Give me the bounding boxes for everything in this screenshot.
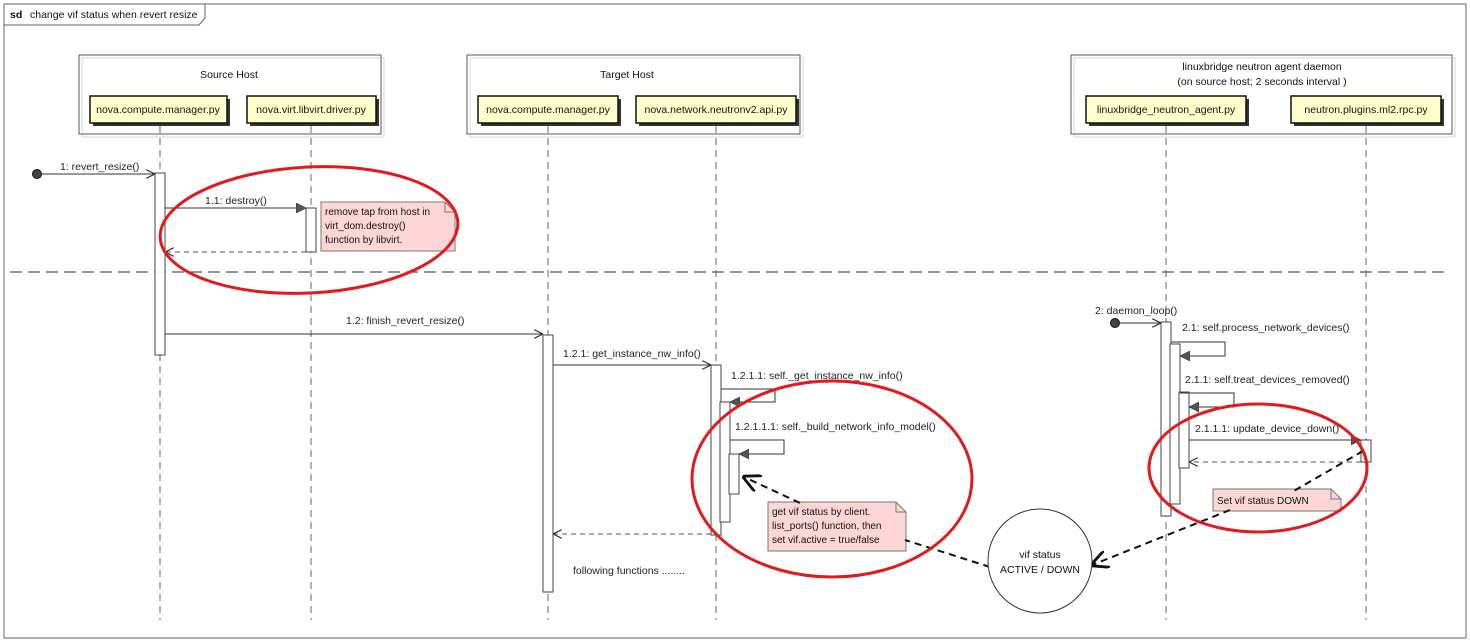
note-destroy: remove tap from host in virt_dom.destroy… — [320, 201, 456, 252]
note-vif-status-client: get vif status by client. list_ports() f… — [767, 501, 907, 552]
msg-1-label: 1: revert_resize() — [60, 161, 139, 173]
msg-2-1-1-1-label: 2.1.1.1: update_device_down() — [1195, 423, 1339, 435]
dash-arrow-down-to-state — [1092, 509, 1231, 565]
msg-1-2-label: 1.2: finish_revert_resize() — [346, 315, 464, 327]
svg-text:Set vif status DOWN: Set vif status DOWN — [1217, 496, 1309, 507]
frame-title: change vif status when revert resize — [30, 9, 198, 21]
msg-1-2-1-1-1-label: 1.2.1.1.1: self._build_network_info_mode… — [735, 421, 936, 433]
svg-text:virt_dom.destroy(): virt_dom.destroy() — [325, 221, 406, 232]
dash-line-state-to-note — [904, 539, 991, 568]
msg-1-2-1-1-selfcall — [721, 388, 776, 402]
activation-tgt-api-3 — [728, 453, 740, 495]
msg-2-1-1-selfcall — [1180, 392, 1235, 407]
svg-text:remove tap from host in: remove tap from host in — [325, 207, 430, 218]
svg-text:nova.network.neutronv2.api.py: nova.network.neutronv2.api.py — [644, 104, 788, 116]
svg-text:neutron.plugins.ml2.rpc.py: neutron.plugins.ml2.rpc.py — [1304, 104, 1428, 116]
msg-2-1-1-label: 2.1.1: self.treat_devices_removed() — [1185, 374, 1350, 386]
msg-1-2-1-1-1-selfcall — [730, 439, 785, 454]
highlight-ellipse-destroy — [158, 165, 460, 295]
group-title-target: Target Host — [600, 69, 654, 81]
frame-tag: sd — [10, 9, 22, 21]
svg-text:nova.virt.libvirt.driver.py: nova.virt.libvirt.driver.py — [256, 104, 366, 116]
dash-arrow-note-to-api — [744, 477, 801, 504]
activation-tgt-manager — [542, 334, 554, 593]
activation-src-driver — [305, 207, 317, 253]
group-title-daemon-1: linuxbridge neutron agent daemon — [1182, 61, 1342, 73]
svg-text:list_ports() function, then: list_ports() function, then — [772, 521, 882, 532]
lifeline-box-src-driver: nova.virt.libvirt.driver.py — [246, 95, 379, 126]
highlight-ellipse-build-network — [690, 379, 974, 579]
group-title-source: Source Host — [200, 69, 258, 81]
vif-status-state: vif status ACTIVE / DOWN — [987, 508, 1093, 614]
note-set-vif-down: Set vif status DOWN — [1212, 488, 1342, 512]
svg-text:nova.compute.manager.py: nova.compute.manager.py — [486, 104, 610, 116]
initial-node-2 — [1110, 318, 1120, 328]
svg-text:ACTIVE / DOWN: ACTIVE / DOWN — [1000, 564, 1080, 576]
svg-text:function by libvirt.: function by libvirt. — [325, 235, 402, 246]
group-title-daemon-2: (on source host; 2 seconds interval ) — [1177, 76, 1346, 88]
msg-1-1-label: 1.1: destroy() — [205, 195, 267, 207]
msg-1-2-1-1-label: 1.2.1.1: self._get_instance_nw_info() — [731, 370, 903, 382]
svg-text:linuxbridge_neutron_agent.py: linuxbridge_neutron_agent.py — [1097, 104, 1236, 116]
svg-text:nova.compute.manager.py: nova.compute.manager.py — [96, 104, 220, 116]
lifeline-box-tgt-api: nova.network.neutronv2.api.py — [635, 95, 799, 126]
msg-1-2-1-label: 1.2.1: get_instance_nw_info() — [563, 348, 701, 360]
activation-lb-agent-3 — [1178, 391, 1190, 469]
lifeline-box-lb-agent: linuxbridge_neutron_agent.py — [1085, 95, 1249, 126]
msg-2-label: 2: daemon_loop() — [1095, 305, 1177, 317]
initial-node-1 — [32, 169, 42, 179]
highlight-ellipse-update-device — [1147, 402, 1369, 534]
following-functions-label: following functions ........ — [573, 565, 685, 577]
dash-line-rpc-to-note — [1291, 450, 1364, 493]
lifeline-box-src-manager: nova.compute.manager.py — [89, 95, 230, 126]
msg-2-1-label: 2.1: self.process_network_devices() — [1182, 322, 1350, 334]
msg-2-1-selfcall — [1171, 341, 1226, 356]
svg-text:get vif status by client.: get vif status by client. — [772, 507, 870, 518]
activation-src-manager — [154, 172, 166, 356]
svg-text:vif status: vif status — [1019, 549, 1060, 561]
lifeline-box-tgt-manager: nova.compute.manager.py — [477, 95, 621, 126]
frame-tab — [3, 3, 206, 26]
svg-text:set vif.active = true/false: set vif.active = true/false — [772, 535, 880, 546]
lifeline-box-rpc: neutron.plugins.ml2.rpc.py — [1290, 95, 1444, 126]
